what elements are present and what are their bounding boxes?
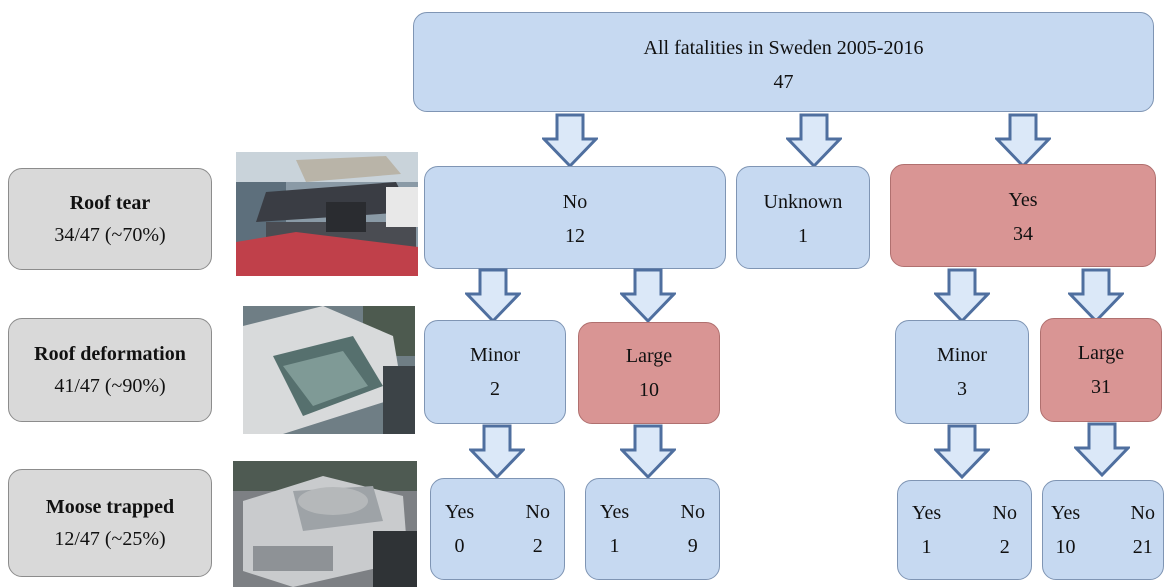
moose-no-label: No bbox=[525, 501, 550, 523]
arrow-down-icon bbox=[1068, 268, 1124, 324]
moose-yes-label: Yes bbox=[912, 502, 942, 524]
roof-tear-unknown-box: Unknown 1 bbox=[736, 166, 870, 269]
roof-tear-no-box: No 12 bbox=[424, 166, 726, 269]
node-count: 12 bbox=[565, 225, 585, 247]
moose-yes-count: 1 bbox=[609, 535, 620, 557]
root-total-box: All fatalities in Sweden 2005-2016 47 bbox=[413, 12, 1154, 112]
moose-no-count: 9 bbox=[687, 535, 698, 557]
moose-yes-label: Yes bbox=[445, 501, 475, 523]
arrow-down-icon bbox=[620, 268, 676, 324]
node-label: Minor bbox=[470, 344, 520, 366]
yes-tear-large-box: Large 31 bbox=[1040, 318, 1162, 422]
side-label-title: Roof tear bbox=[69, 192, 151, 214]
no-tear-large-box: Large 10 bbox=[578, 322, 720, 424]
yes-tear-minor-moose-box: Yes 1 No 2 bbox=[897, 480, 1032, 580]
moose-no-label: No bbox=[680, 501, 705, 523]
node-count: 3 bbox=[957, 378, 967, 400]
arrow-down-icon bbox=[1074, 422, 1130, 478]
moose-yes-count: 0 bbox=[454, 535, 465, 557]
node-count: 10 bbox=[639, 379, 659, 401]
moose-no-label: No bbox=[1130, 502, 1155, 524]
moose-no-label: No bbox=[992, 502, 1017, 524]
moose-yes-count: 1 bbox=[921, 536, 932, 558]
node-count: 2 bbox=[490, 378, 500, 400]
no-tear-large-moose-box: Yes 1 No 9 bbox=[585, 478, 720, 580]
roof-tear-label-box: Roof tear 34/47 (~70%) bbox=[8, 168, 212, 270]
arrow-down-icon bbox=[786, 113, 842, 169]
side-label-stat: 12/47 (~25%) bbox=[54, 528, 166, 550]
side-label-stat: 41/47 (~90%) bbox=[54, 375, 166, 397]
node-label: Unknown bbox=[763, 191, 843, 213]
node-count: 31 bbox=[1091, 376, 1111, 398]
roof-deformation-label-box: Roof deformation 41/47 (~90%) bbox=[8, 318, 212, 422]
roof-deformation-photo bbox=[243, 306, 415, 434]
roof-tear-photo bbox=[236, 152, 418, 276]
roof-tear-yes-box: Yes 34 bbox=[890, 164, 1156, 267]
arrow-down-icon bbox=[465, 268, 521, 324]
node-label: No bbox=[562, 191, 588, 213]
arrow-down-icon bbox=[995, 113, 1051, 169]
node-label: Large bbox=[625, 345, 673, 367]
arrow-down-icon bbox=[469, 424, 525, 480]
moose-yes-label: Yes bbox=[600, 501, 630, 523]
moose-no-count: 21 bbox=[1132, 536, 1153, 558]
node-label: Minor bbox=[937, 344, 987, 366]
no-tear-minor-moose-box: Yes 0 No 2 bbox=[430, 478, 565, 580]
yes-tear-minor-box: Minor 3 bbox=[895, 320, 1029, 424]
moose-yes-label: Yes bbox=[1051, 502, 1081, 524]
node-count: 34 bbox=[1013, 223, 1033, 245]
no-tear-minor-box: Minor 2 bbox=[424, 320, 566, 424]
node-label: Yes bbox=[1008, 189, 1038, 211]
arrow-down-icon bbox=[542, 113, 598, 169]
side-label-stat: 34/47 (~70%) bbox=[54, 224, 166, 246]
yes-tear-large-moose-box: Yes 10 No 21 bbox=[1042, 480, 1164, 580]
node-label: Large bbox=[1077, 342, 1125, 364]
root-count: 47 bbox=[773, 71, 794, 93]
moose-trapped-label-box: Moose trapped 12/47 (~25%) bbox=[8, 469, 212, 577]
arrow-down-icon bbox=[934, 268, 990, 324]
side-label-title: Moose trapped bbox=[45, 496, 175, 518]
moose-no-count: 2 bbox=[532, 535, 543, 557]
node-count: 1 bbox=[798, 225, 808, 247]
moose-no-count: 2 bbox=[999, 536, 1010, 558]
side-label-title: Roof deformation bbox=[34, 343, 186, 365]
arrow-down-icon bbox=[620, 424, 676, 480]
moose-trapped-photo bbox=[233, 461, 417, 587]
root-title: All fatalities in Sweden 2005-2016 bbox=[643, 37, 924, 59]
moose-yes-count: 10 bbox=[1055, 536, 1076, 558]
arrow-down-icon bbox=[934, 424, 990, 480]
